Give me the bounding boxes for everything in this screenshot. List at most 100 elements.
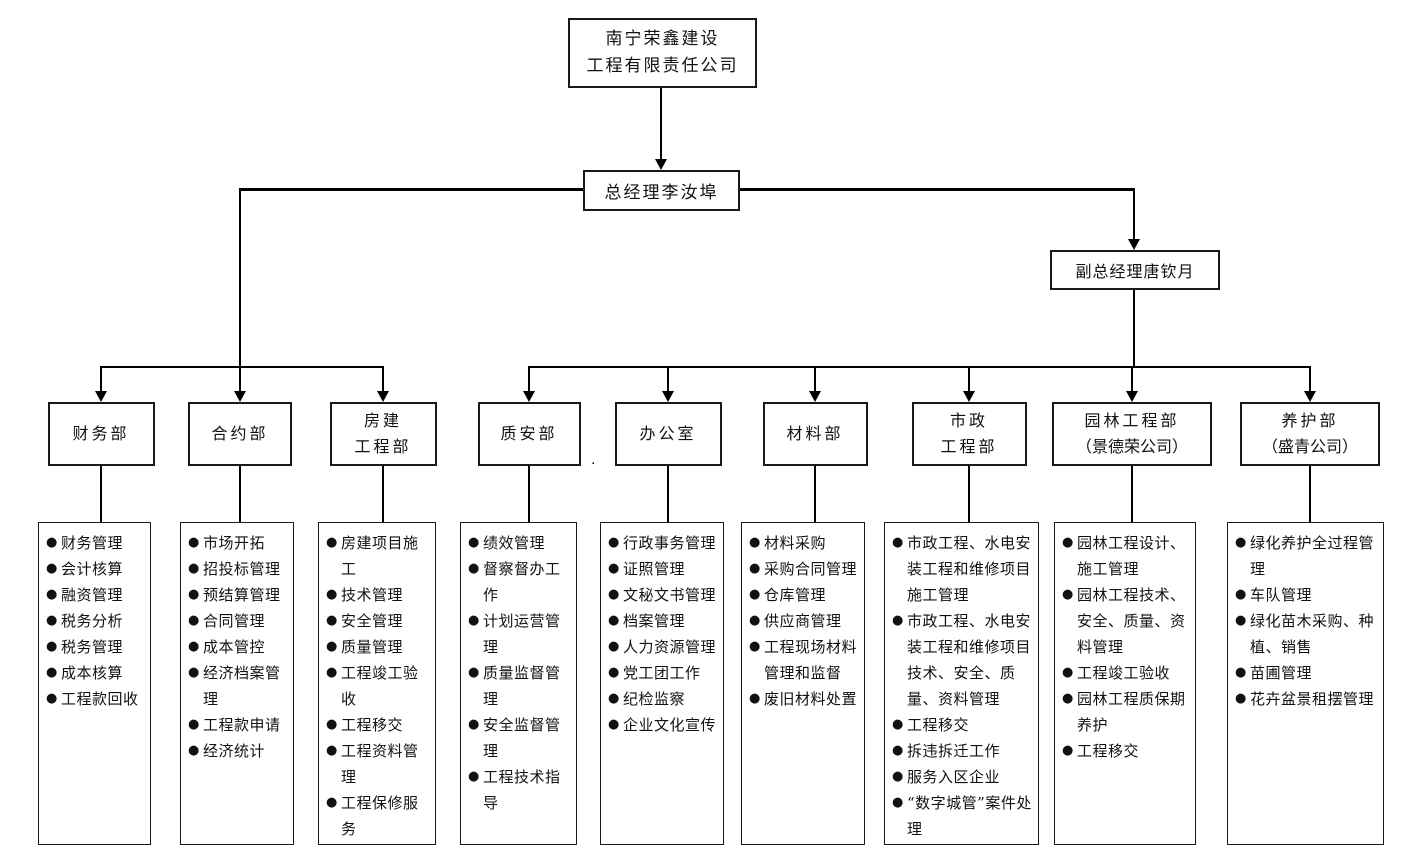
bullet-icon: ●: [326, 613, 338, 628]
duty-item: ●档案管理: [608, 608, 719, 634]
duty-text: 工程现场材料管理和监督: [764, 638, 858, 682]
branch-to-department-line: [382, 367, 384, 393]
duty-text: 税务管理: [61, 638, 124, 656]
duty-text: 房建项目施工: [341, 534, 419, 578]
department-box: 园林工程部（景德荣公司）: [1052, 402, 1212, 466]
duty-text: 成本管控: [203, 638, 266, 656]
branch-to-department-line: [100, 367, 102, 393]
duty-text: 工程移交: [341, 716, 404, 734]
bullet-icon: ●: [326, 587, 338, 602]
duty-text: 工程竣工验收: [341, 664, 419, 708]
duty-item: ●供应商管理: [749, 608, 860, 634]
bullet-icon: ●: [608, 587, 620, 602]
department-box: 合约部: [188, 402, 292, 466]
duty-item: ●工程竣工验收: [1062, 660, 1191, 686]
bullet-icon: ●: [608, 691, 620, 706]
duty-item: ●纪检监察: [608, 686, 719, 712]
bullet-icon: ●: [188, 535, 200, 550]
branch-to-department-line: [814, 367, 816, 393]
down-arrowhead-icon: [963, 391, 975, 402]
duty-text: 档案管理: [623, 612, 686, 630]
duty-text: 纪检监察: [623, 690, 686, 708]
branch-to-department-line: [968, 367, 970, 393]
department-name: 办公室: [639, 424, 697, 443]
down-arrowhead-icon: [655, 159, 667, 170]
duty-text: 成本核算: [61, 664, 124, 682]
branch-to-department-line: [528, 367, 530, 393]
duty-item: ●质量监督管理: [468, 660, 572, 712]
bullet-icon: ●: [326, 535, 338, 550]
bullet-icon: ●: [892, 769, 904, 784]
duty-item: ●会计核算: [46, 556, 146, 582]
duty-text: 园林工程设计、施工管理: [1077, 534, 1186, 578]
department-name: 财务部: [72, 424, 130, 443]
bullet-icon: ●: [1235, 665, 1247, 680]
duty-item: ●财务管理: [46, 530, 146, 556]
duty-text: 苗圃管理: [1250, 664, 1313, 682]
bullet-icon: ●: [188, 717, 200, 732]
duty-list-box: ●市场开拓●招投标管理●预结算管理●合同管理●成本管控●经济档案管理●工程款申请…: [180, 522, 294, 845]
duty-item: ●人力资源管理: [608, 634, 719, 660]
down-arrowhead-icon: [523, 391, 535, 402]
duty-item: ●企业文化宣传: [608, 712, 719, 738]
down-arrowhead-icon: [809, 391, 821, 402]
bullet-icon: ●: [188, 639, 200, 654]
duty-item: ●经济档案管理: [188, 660, 289, 712]
department-name: 质安部: [500, 424, 558, 443]
company-name-line2: 工程有限责任公司: [586, 56, 739, 76]
bullet-icon: ●: [749, 691, 761, 706]
duty-text: 督察督办工作: [483, 560, 561, 604]
duty-item: ●成本核算: [46, 660, 146, 686]
duty-list-box: ●绩效管理●督察督办工作●计划运营管理●质量监督管理●安全监督管理●工程技术指导: [460, 522, 577, 845]
bullet-icon: ●: [892, 535, 904, 550]
duty-text: 质量管理: [341, 638, 404, 656]
duty-text: 工程竣工验收: [1077, 664, 1171, 682]
department-name: （景德荣公司）: [1075, 437, 1188, 456]
department-to-list-line: [239, 466, 241, 522]
duty-text: 经济档案管理: [203, 664, 281, 708]
duty-item: ●仓库管理: [749, 582, 860, 608]
duty-text: 仓库管理: [764, 586, 827, 604]
duty-item: ●绿化苗木采购、种植、销售: [1235, 608, 1379, 660]
bullet-icon: ●: [608, 613, 620, 628]
bullet-icon: ●: [468, 535, 480, 550]
bullet-icon: ●: [749, 639, 761, 654]
bullet-icon: ●: [46, 639, 58, 654]
bullet-icon: ●: [188, 613, 200, 628]
down-arrowhead-icon: [1126, 391, 1138, 402]
duty-text: 服务入区企业: [907, 768, 1001, 786]
duty-item: ●督察督办工作: [468, 556, 572, 608]
department-name: 工程部: [940, 437, 998, 456]
bullet-icon: ●: [892, 717, 904, 732]
department-box: 办公室: [614, 402, 722, 466]
department-name: 合约部: [211, 424, 269, 443]
gm-right-horizontal-line: [740, 188, 1135, 191]
duty-text: 融资管理: [61, 586, 124, 604]
duty-text: 园林工程质保期养护: [1077, 690, 1186, 734]
bullet-icon: ●: [1062, 535, 1074, 550]
bullet-icon: ●: [1062, 691, 1074, 706]
department-name: 工程部: [354, 437, 412, 456]
company-root-box: 南宁荣鑫建设 工程有限责任公司: [568, 18, 757, 88]
stray-period-mark: .: [591, 452, 596, 468]
bullet-icon: ●: [46, 665, 58, 680]
duty-text: 采购合同管理: [764, 560, 858, 578]
department-box: 房建工程部: [329, 402, 437, 466]
gm-left-horizontal-line: [239, 188, 583, 191]
bullet-icon: ●: [188, 665, 200, 680]
bullet-icon: ●: [468, 561, 480, 576]
down-arrowhead-icon: [377, 391, 389, 402]
bullet-icon: ●: [326, 717, 338, 732]
duty-text: 技术管理: [341, 586, 404, 604]
duty-item: ●工程款回收: [46, 686, 146, 712]
duty-list: ●市政工程、水电安装工程和维修项目施工管理●市政工程、水电安装工程和维修项目技术…: [885, 523, 1038, 842]
down-arrowhead-icon: [1128, 239, 1140, 250]
duty-item: ●融资管理: [46, 582, 146, 608]
bullet-icon: ●: [608, 665, 620, 680]
duty-text: 工程款回收: [61, 690, 139, 708]
duty-item: ●绿化养护全过程管理: [1235, 530, 1379, 582]
root-to-gm-line: [660, 88, 662, 161]
duty-item: ●合同管理: [188, 608, 289, 634]
duty-text: 招投标管理: [203, 560, 281, 578]
